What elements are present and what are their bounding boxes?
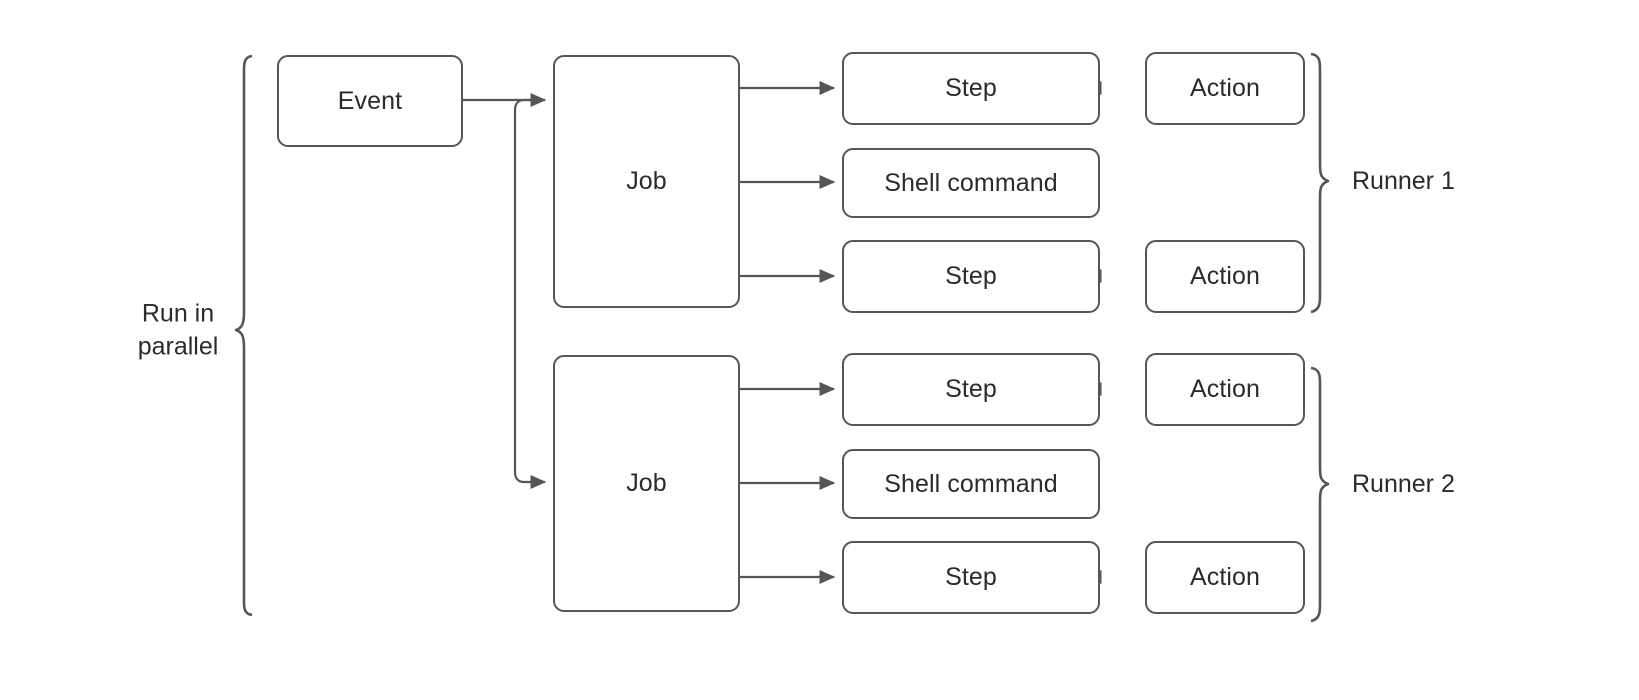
action-node-runner-2-step-1[interactable]: Action	[1145, 353, 1305, 426]
runner-1-label: Runner 1	[1352, 166, 1455, 195]
step-node-runner-1-step-3[interactable]: Step	[842, 240, 1100, 313]
job-node-runner-2[interactable]: Job	[553, 355, 740, 612]
event-node[interactable]: Event	[277, 55, 463, 147]
brace-runner-1	[1310, 52, 1330, 314]
shell-command-node-runner-1[interactable]: Shell command	[842, 148, 1100, 218]
step-node-runner-1-step-1[interactable]: Step	[842, 52, 1100, 125]
runner-2-label: Runner 2	[1352, 469, 1455, 498]
job-node-runner-1[interactable]: Job	[553, 55, 740, 308]
action-node-runner-1-step-3[interactable]: Action	[1145, 240, 1305, 313]
brace-runner-2	[1310, 366, 1330, 623]
shell-command-node-runner-2[interactable]: Shell command	[842, 449, 1100, 519]
brace-run-in-parallel	[234, 54, 253, 617]
connector-event-job2	[513, 98, 547, 489]
action-node-runner-1-step-1[interactable]: Action	[1145, 52, 1305, 125]
action-node-runner-2-step-3[interactable]: Action	[1145, 541, 1305, 614]
step-node-runner-2-step-1[interactable]: Step	[842, 353, 1100, 426]
step-node-runner-2-step-3[interactable]: Step	[842, 541, 1100, 614]
run-in-parallel-label: Run in parallel	[137, 299, 219, 361]
